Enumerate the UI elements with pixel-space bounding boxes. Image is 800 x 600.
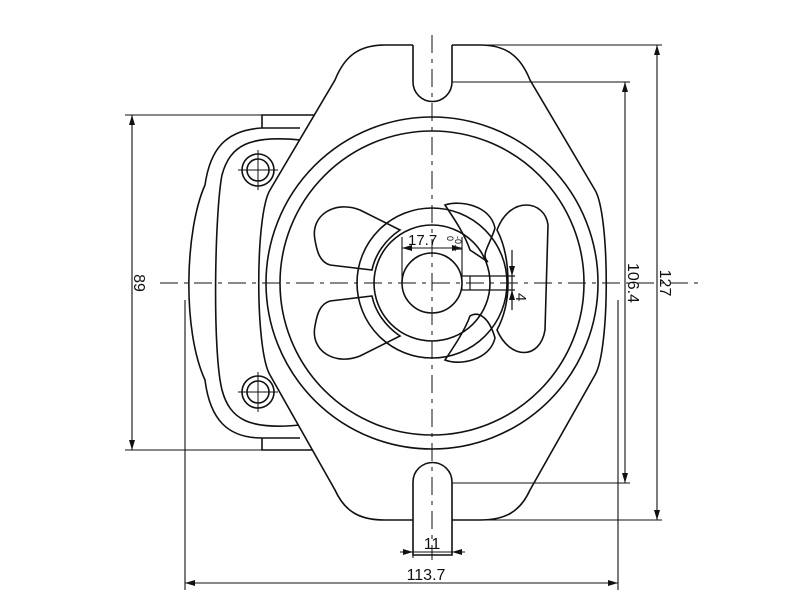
kidney-cutouts (313, 202, 549, 363)
dim-slot-width: 11 (424, 536, 441, 553)
center-lines (160, 35, 700, 560)
bottom-slot (412, 461, 453, 556)
dim-overall-height: 127 (656, 270, 673, 297)
dimension-arrows (129, 45, 660, 586)
dimension-lines (125, 44, 662, 590)
bolt-hole-bottom (238, 372, 278, 412)
top-slot (412, 45, 453, 103)
dim-key-width: 4 (512, 293, 529, 301)
dim-slot-spacing: 106.4 (624, 263, 641, 303)
mounting-boss (188, 114, 320, 451)
bolt-hole-top (238, 150, 278, 190)
mounting-boss-inner (214, 137, 301, 428)
dim-mount-height: 89 (130, 274, 147, 292)
dim-shaft-diameter: 17.7 (408, 232, 437, 249)
dim-shaft-tol-lower: -0.1 (453, 236, 463, 252)
dim-shaft-tol-upper: 0 (445, 236, 455, 241)
dim-overall-width: 113.7 (407, 567, 446, 584)
